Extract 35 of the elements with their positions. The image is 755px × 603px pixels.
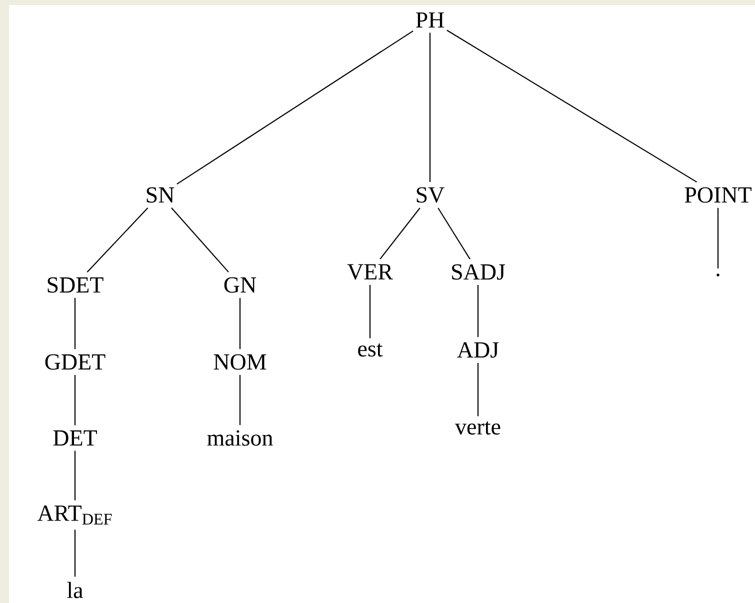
tree-label: GDET xyxy=(45,354,106,370)
tree-label: NOM xyxy=(214,354,266,370)
tree-label: maison xyxy=(207,430,273,446)
tree-label: VER xyxy=(347,264,393,280)
tree-branch xyxy=(171,208,229,272)
tree-branch xyxy=(176,30,414,185)
tree-label: verte xyxy=(455,421,500,435)
tree-label: POINT xyxy=(684,187,752,203)
tree-label: ART$_{DEF}$ xyxy=(37,506,112,524)
tree-branch xyxy=(380,208,420,260)
tree-label: est xyxy=(358,343,383,357)
tree-branch xyxy=(86,208,148,272)
tree-branch xyxy=(429,32,431,182)
tree-branch xyxy=(74,530,76,577)
tree-branch xyxy=(438,208,470,260)
tree-label: GN xyxy=(224,277,256,293)
tree-branch xyxy=(477,362,479,416)
tree-label: SN xyxy=(146,187,174,203)
tree-branch xyxy=(717,208,719,268)
tree-label: SV xyxy=(416,187,444,203)
tree-branch xyxy=(239,298,241,350)
tree-label: ADJ xyxy=(457,342,499,358)
tree-label: SDET xyxy=(48,277,104,293)
tree-branch xyxy=(74,298,76,350)
tree-label: la xyxy=(67,582,83,598)
tree-branch xyxy=(74,374,76,426)
tree-label: . xyxy=(716,274,720,276)
tree-label: DET xyxy=(53,430,97,446)
tree-branch xyxy=(446,30,698,183)
tree-branch xyxy=(74,450,76,500)
tree-branch xyxy=(369,284,371,338)
tree-label: PH xyxy=(416,12,444,28)
tree-branch xyxy=(477,284,479,338)
tree-label: SADJ xyxy=(452,264,505,280)
tree-branch xyxy=(239,374,241,426)
